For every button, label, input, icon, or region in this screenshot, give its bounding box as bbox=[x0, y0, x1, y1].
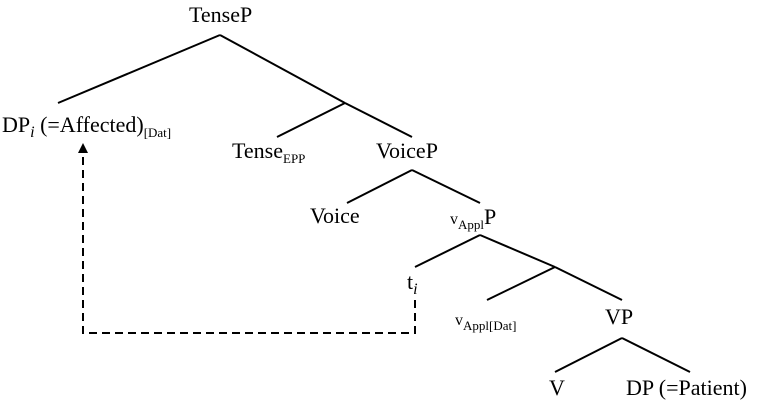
node-vp-label: VP bbox=[605, 304, 634, 329]
branch-vapplbar-to-vappl-dat bbox=[486, 266, 556, 301]
node-tensep-label: TenseP bbox=[189, 2, 253, 27]
node-voicep: VoiceP bbox=[376, 140, 438, 162]
branch-tensebar-to-tense-epp bbox=[276, 102, 346, 138]
node-trace-index: i bbox=[413, 281, 418, 298]
node-dp-patient-label: DP (=Patient) bbox=[626, 375, 747, 400]
node-tensep: TenseP bbox=[189, 4, 252, 26]
movement-arrow bbox=[78, 143, 416, 334]
branch-vapplp-to-trace bbox=[414, 234, 481, 268]
node-vappl-dat-head: v bbox=[455, 312, 463, 329]
node-vappl-p-head: v bbox=[450, 211, 458, 228]
node-vappl-p: vApplP bbox=[450, 204, 497, 232]
branch-voicep-to-vapplp bbox=[411, 169, 481, 204]
branch-tensep-to-tensebar bbox=[219, 34, 346, 104]
node-vappl-dat: vAppl[Dat] bbox=[455, 307, 516, 333]
node-v: V bbox=[549, 377, 565, 399]
node-trace: ti bbox=[407, 269, 418, 298]
node-trace-head: t bbox=[407, 269, 414, 294]
node-dp-affected: DPi (=Affected)[Dat] bbox=[2, 112, 171, 141]
node-tense-epp: TenseEPP bbox=[232, 138, 305, 166]
node-voicep-label: VoiceP bbox=[376, 138, 438, 163]
node-voice: Voice bbox=[310, 205, 360, 227]
branch-tensebar-to-voicep bbox=[344, 102, 413, 138]
node-dp-affected-sub: [Dat] bbox=[143, 125, 172, 140]
branch-vp-to-v bbox=[554, 337, 623, 373]
node-dp-affected-rest: (=Affected) bbox=[34, 112, 144, 137]
node-vappl-p-tail: P bbox=[484, 204, 497, 229]
branch-vp-to-dp-patient bbox=[621, 337, 691, 373]
node-tense-epp-sub: EPP bbox=[283, 151, 306, 166]
node-dp-affected-head: DP bbox=[2, 112, 31, 137]
node-tense-epp-head: Tense bbox=[232, 138, 283, 163]
branch-vapplbar-to-vp bbox=[554, 266, 623, 301]
node-vappl-dat-sub: Appl[Dat] bbox=[463, 318, 517, 333]
branch-tensep-to-dp bbox=[57, 34, 221, 104]
node-dp-patient: DP (=Patient) bbox=[626, 377, 747, 399]
node-vp: VP bbox=[605, 306, 633, 328]
branch-vapplp-to-vapplbar bbox=[479, 234, 556, 268]
branch-voicep-to-voice bbox=[346, 169, 413, 204]
node-vappl-p-sub: Appl bbox=[458, 217, 484, 232]
node-v-label: V bbox=[549, 375, 565, 400]
node-voice-label: Voice bbox=[310, 203, 360, 228]
node-dp-affected-index: i bbox=[30, 124, 35, 141]
